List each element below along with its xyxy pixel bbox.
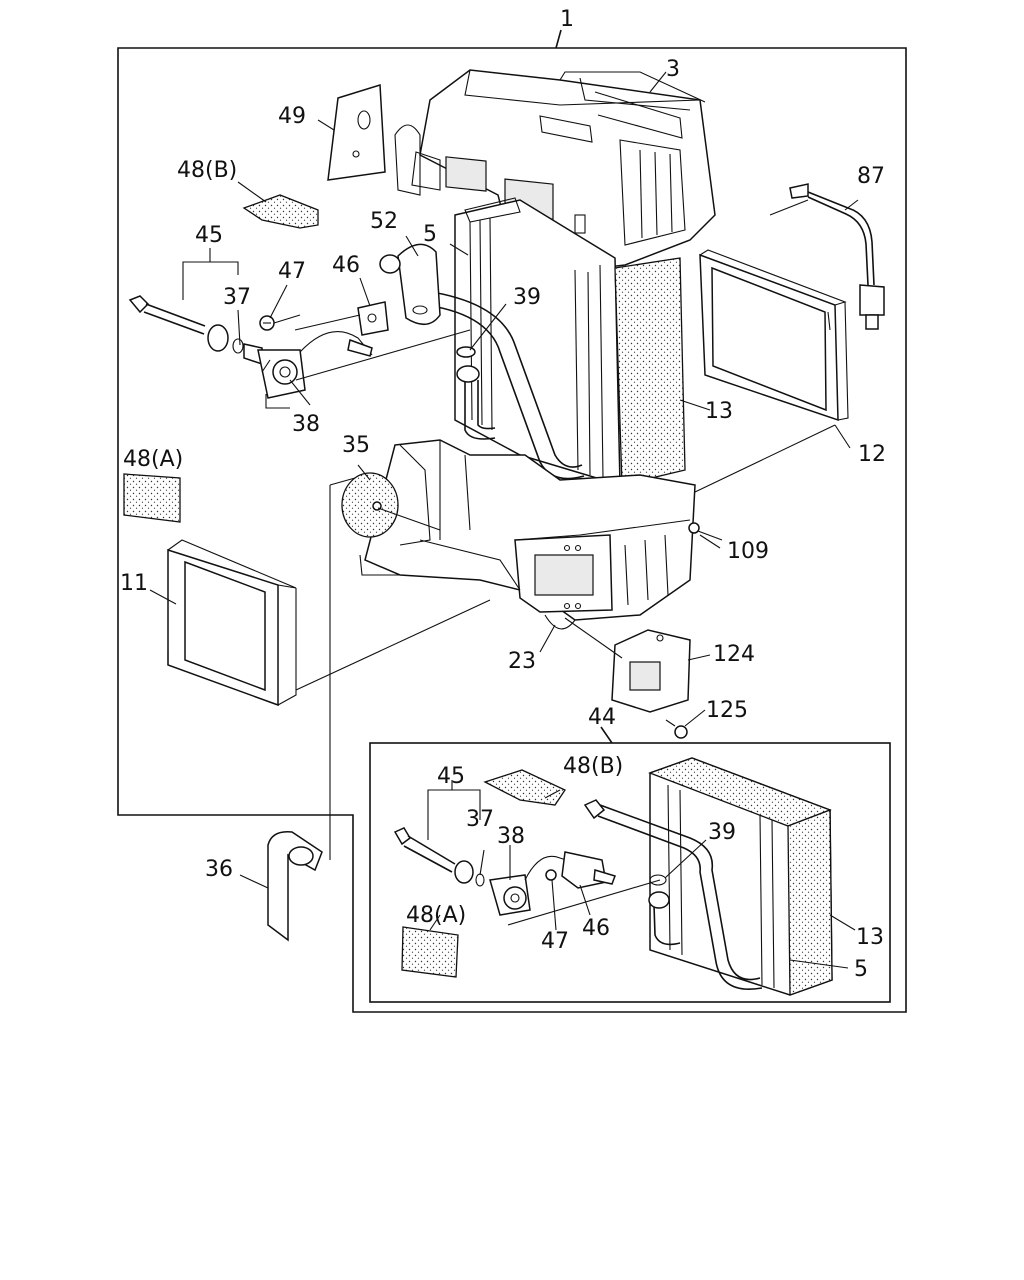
callout-48a-inset: 48(A) <box>406 903 466 928</box>
callout-45-inset: 45 <box>437 764 465 789</box>
callout-23: 23 <box>508 649 536 674</box>
leader-lines <box>149 71 859 969</box>
seal-48b-top <box>242 194 319 229</box>
callout-47-top: 47 <box>278 259 306 284</box>
assembly-frame-1 <box>117 29 907 1013</box>
callout-36: 36 <box>205 857 233 882</box>
callout-46-top: 46 <box>332 253 360 278</box>
callout-13-inset: 13 <box>856 925 884 950</box>
pipe-inset <box>583 799 763 990</box>
seal-48b-inset <box>483 769 566 806</box>
lower-case-23 <box>359 439 696 630</box>
expansion-valve-38-top <box>257 331 373 399</box>
seal-48a-inset <box>401 926 459 978</box>
callout-39-inset: 39 <box>708 820 736 845</box>
callout-11: 11 <box>120 571 148 596</box>
duct-36 <box>267 831 323 942</box>
callout-124: 124 <box>713 642 755 667</box>
callout-47-inset: 47 <box>541 929 569 954</box>
callout-48b-top: 48(B) <box>177 158 237 183</box>
filter-frame-12 <box>699 249 849 422</box>
evaporator-core-inset <box>648 757 833 996</box>
callout-12: 12 <box>858 442 886 467</box>
callout-38-top: 38 <box>292 412 320 437</box>
filter-frame-11 <box>167 539 297 707</box>
callout-45-top: 45 <box>195 223 223 248</box>
seal-13-main <box>464 197 686 486</box>
grommet-52 <box>379 243 441 325</box>
callout-52: 52 <box>370 209 398 234</box>
refrigerant-pipe <box>417 289 585 480</box>
callout-5-top: 5 <box>423 222 437 247</box>
callout-13-top: 13 <box>705 399 733 424</box>
callout-49: 49 <box>278 104 306 129</box>
callout-1: 1 <box>560 7 574 32</box>
expansion-pipe-45-top <box>128 295 263 366</box>
evaporator-core-5 <box>454 199 621 487</box>
actuator-124 <box>611 629 691 713</box>
callout-125: 125 <box>706 698 748 723</box>
callout-46-inset: 46 <box>582 916 610 941</box>
callout-labels: 1 3 49 48(B) 45 47 46 52 5 37 39 38 87 1… <box>120 7 886 982</box>
callout-38-inset: 38 <box>497 824 525 849</box>
screw-47-inset <box>545 869 557 881</box>
callout-39-top: 39 <box>513 285 541 310</box>
pad-49 <box>327 84 386 181</box>
foam-35 <box>341 472 399 538</box>
bracket-46-top <box>357 301 389 336</box>
screw-47-top <box>259 314 301 331</box>
callout-87: 87 <box>857 164 885 189</box>
callout-37-top: 37 <box>223 285 251 310</box>
expansion-valve-38-inset <box>489 851 616 916</box>
callout-44: 44 <box>588 705 616 730</box>
callout-37-inset: 37 <box>466 807 494 832</box>
seal-48a-top <box>123 473 181 523</box>
callout-48b-inset: 48(B) <box>563 754 623 779</box>
screw-125 <box>665 719 688 739</box>
expansion-pipe-45-inset <box>393 827 485 887</box>
callout-109: 109 <box>727 539 769 564</box>
callout-35: 35 <box>342 433 370 458</box>
callout-5-inset: 5 <box>854 957 868 982</box>
callout-48a-top: 48(A) <box>123 447 183 472</box>
callout-3: 3 <box>666 57 680 82</box>
inset-frame-44 <box>369 726 891 1003</box>
screw-109 <box>688 522 723 541</box>
